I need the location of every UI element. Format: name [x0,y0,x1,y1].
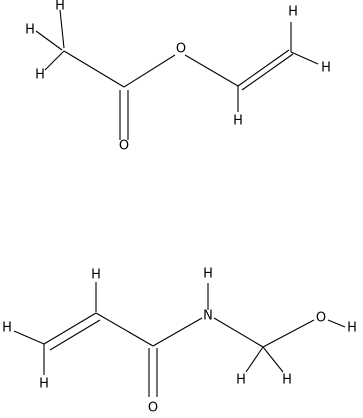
bond [290,51,319,65]
atom-label-h: H [282,373,292,388]
atom-label-o: O [176,42,186,57]
bond [49,319,101,351]
bond [95,312,154,347]
bond [43,312,97,345]
bond [44,50,65,71]
atom-label-n: N [203,309,213,324]
bond [262,346,284,373]
atom-label-o: O [148,401,158,416]
atom-label-h: H [35,68,45,83]
bond [152,317,203,347]
atom-label-h: H [55,0,65,14]
atom-label-h: H [288,5,298,20]
bond [59,9,65,49]
bond [13,330,45,345]
atom-label-h: H [347,321,357,336]
molecule-vinyl-acetate: H H H O O H H H [25,0,331,154]
atom-label-h: H [91,268,101,283]
atom-label-h: H [233,114,243,129]
bond [35,30,63,51]
atom-label-h: H [2,321,12,336]
atom-label-h: H [236,373,246,388]
bond [327,319,346,328]
atom-label-h: H [39,377,49,392]
bond [213,317,264,348]
bond [184,54,239,87]
bond [245,346,264,373]
bond [262,319,315,348]
bond [63,50,125,88]
bond [237,49,290,87]
atom-label-h: H [321,61,331,76]
atom-label-o: O [119,139,129,154]
bond [241,53,294,91]
atom-label-h: H [203,267,213,282]
bond [123,54,176,88]
molecule-n-methylolacrylamide: H H H H N O O H H H [2,267,357,416]
atom-label-o: O [316,311,326,326]
atom-label-h: H [25,23,35,38]
